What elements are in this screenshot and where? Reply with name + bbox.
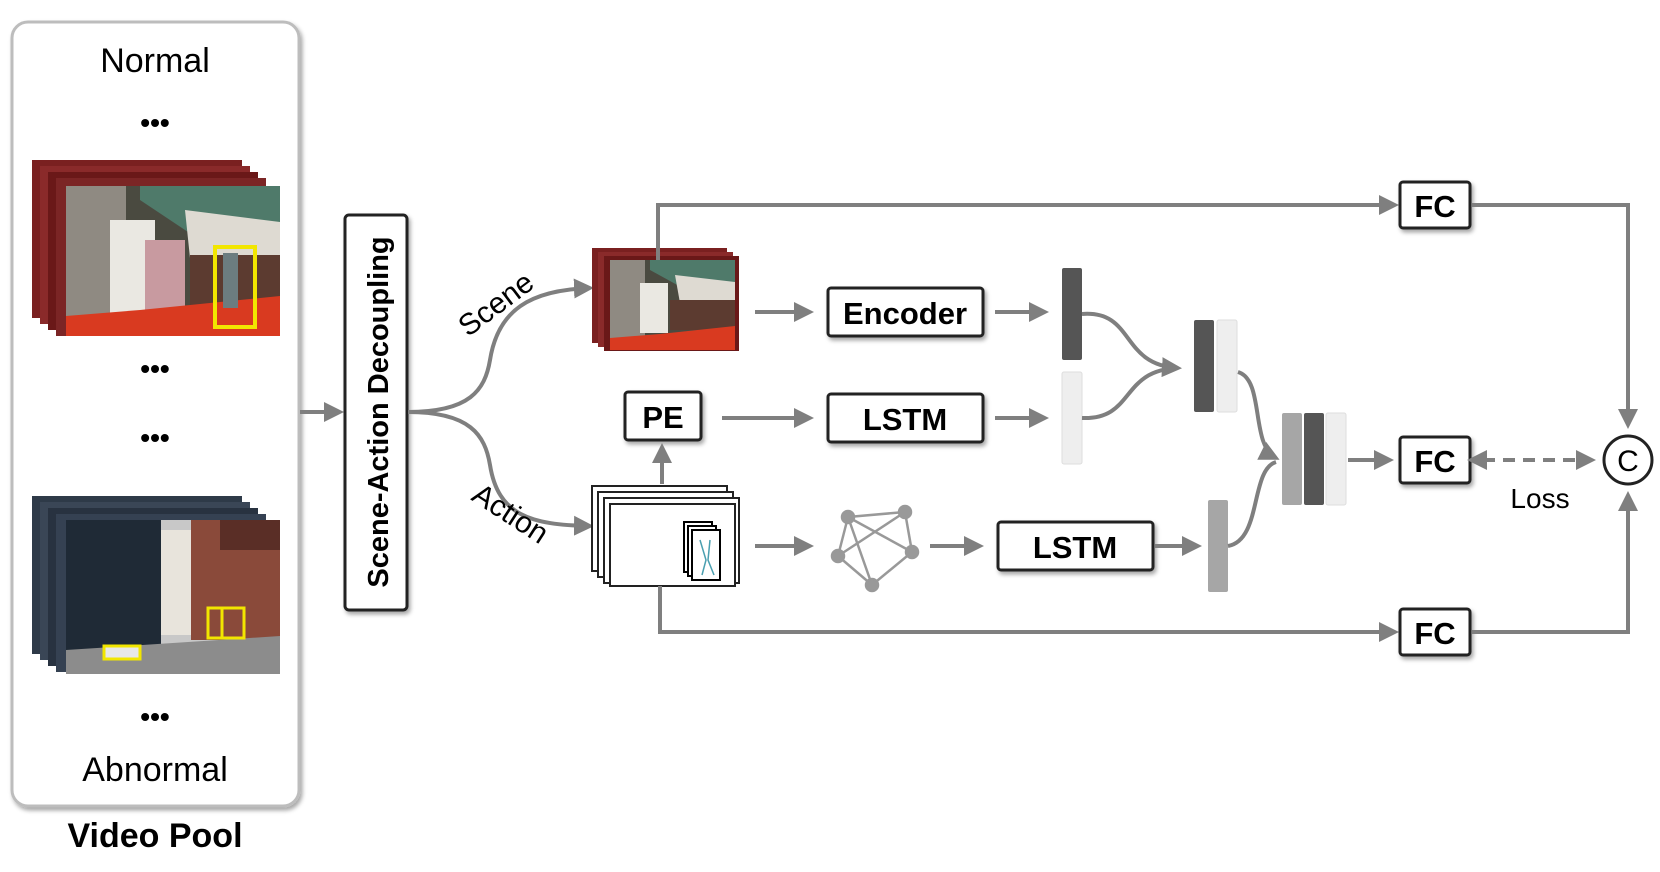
fc-bottom-label: FC: [1414, 616, 1455, 651]
arrow-scene-branch: [407, 278, 594, 414]
lstm-bottom-box: LSTM: [996, 520, 1155, 572]
abnormal-video-stack: [32, 496, 280, 674]
lstm-bottom-label: LSTM: [1033, 530, 1117, 565]
scene-image-stack: [592, 248, 739, 351]
concat-node: C: [1602, 434, 1654, 486]
loss-label: Loss: [1510, 483, 1569, 514]
fc-bottom-box: FC: [1398, 607, 1472, 657]
ellipsis-4: •••: [140, 701, 169, 732]
pe-box: PE: [623, 390, 703, 442]
ellipsis-3: •••: [140, 422, 169, 453]
concat-pair-dark: [1194, 320, 1214, 412]
abnormal-video-frame: [66, 520, 280, 674]
scene-branch-label: Scene: [452, 266, 540, 344]
encoder-box: Encoder: [826, 286, 985, 338]
triple-feature-light: [1325, 412, 1347, 506]
arrow-fc-top-to-concat: [1472, 203, 1638, 429]
arrow-action-branch: [407, 410, 594, 536]
fc-top-label: FC: [1414, 189, 1455, 224]
arrow-action-to-fc-bottom: [658, 586, 1399, 642]
lstm-top-label: LSTM: [863, 402, 947, 437]
arrow-pair-to-triple: [1237, 370, 1280, 460]
action-image-stack: [591, 485, 740, 587]
graph-icon: [830, 504, 920, 593]
ellipsis-1: •••: [140, 107, 169, 138]
triple-feature-mid: [1282, 413, 1302, 505]
concat-pair-light: [1216, 319, 1238, 413]
arrow-scene-feature-merge: [1081, 311, 1182, 378]
abnormal-label: Abnormal: [82, 751, 228, 789]
normal-video-stack: [32, 160, 280, 336]
fc-top-box: FC: [1398, 180, 1472, 230]
arrow-pose-feature-merge: [1081, 366, 1179, 421]
action-feature-vector: [1208, 500, 1228, 592]
fc-mid-label: FC: [1414, 444, 1455, 479]
triple-feature-dark: [1304, 413, 1324, 505]
video-pool-panel: Normal ••• ••• •••: [10, 20, 301, 808]
normal-video-frame: [66, 186, 280, 336]
pe-label: PE: [642, 400, 683, 435]
decoupling-box: Scene-Action Decoupling: [343, 213, 409, 612]
arrow-scene-to-fc-top: [656, 195, 1399, 260]
arrow-action-to-triple: [1227, 460, 1277, 548]
action-branch-label: Action: [466, 477, 554, 550]
pose-feature-vector: [1061, 371, 1083, 465]
arrow-fc-bottom-to-concat: [1472, 491, 1638, 634]
concat-symbol: C: [1617, 445, 1639, 478]
pose-icon: [683, 521, 721, 581]
scene-feature-vector: [1062, 268, 1082, 360]
ellipsis-2: •••: [140, 353, 169, 384]
decoupling-label: Scene-Action Decoupling: [363, 236, 395, 587]
encoder-label: Encoder: [843, 296, 967, 331]
lstm-top-box: LSTM: [826, 392, 985, 444]
video-pool-title: Video Pool: [67, 817, 242, 855]
fc-mid-box: FC: [1398, 435, 1472, 485]
scene-image: [610, 260, 735, 350]
normal-label: Normal: [100, 42, 210, 80]
